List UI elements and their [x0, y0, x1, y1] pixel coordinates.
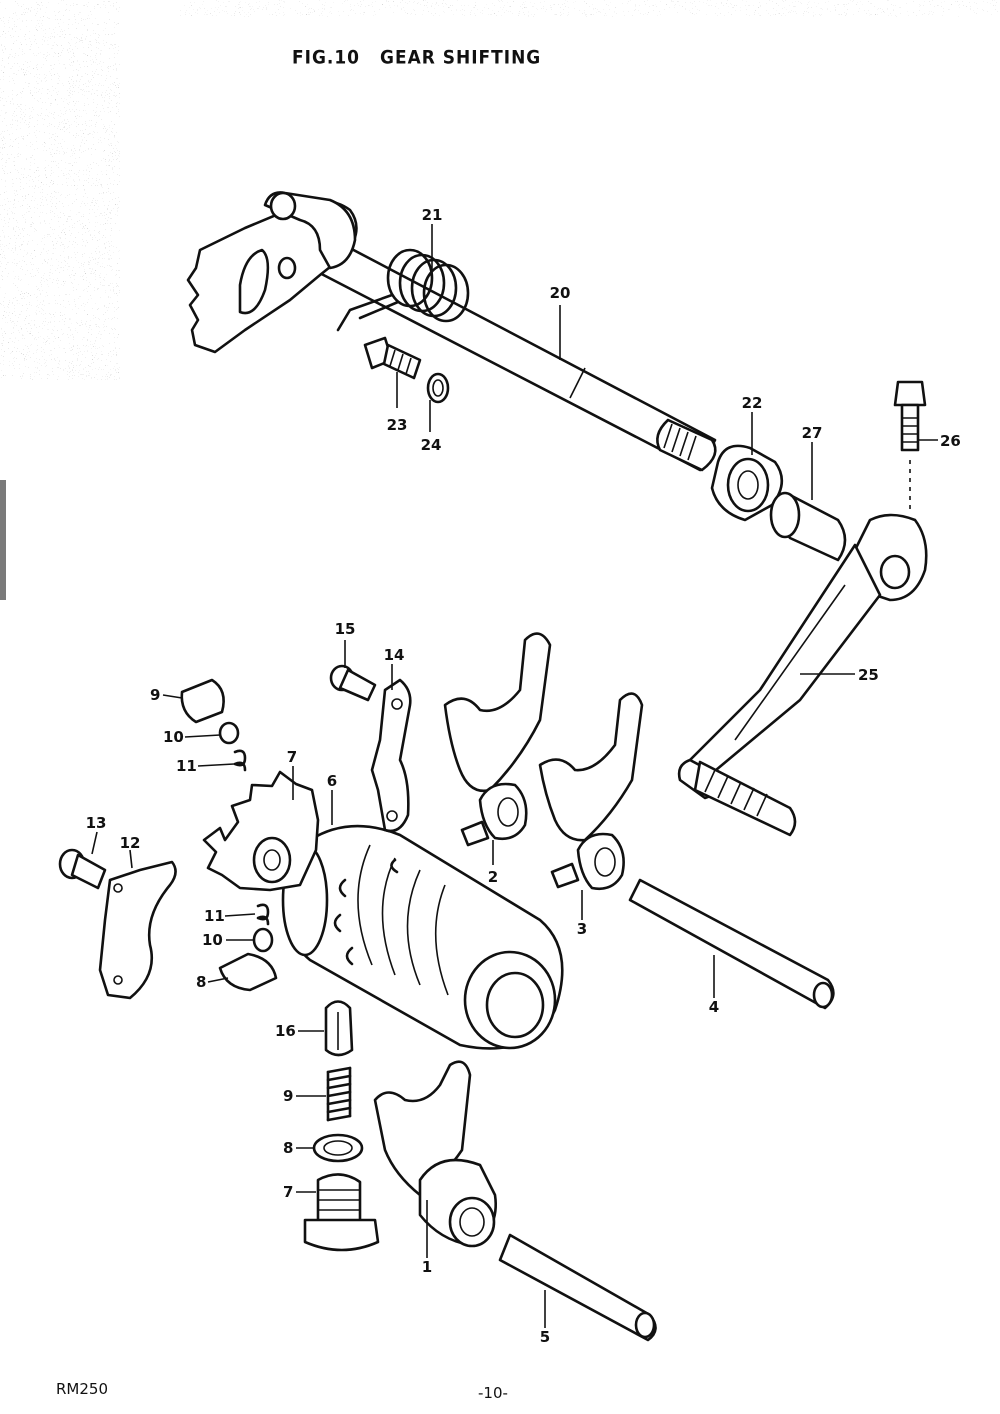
- shift-return-spring: [336, 248, 470, 332]
- callout-7: 7: [287, 748, 297, 766]
- callout-27: 27: [802, 424, 823, 442]
- callout-4: 4: [709, 998, 719, 1016]
- spring-stopper-bolt: [363, 336, 422, 380]
- shift-fork-3: [538, 692, 644, 890]
- callout-24: 24: [421, 436, 442, 454]
- shifter-arm-slot: [238, 248, 270, 315]
- callout-5: 5: [540, 1328, 550, 1346]
- hub-boss: [269, 191, 297, 221]
- shifter-pin: [277, 256, 297, 280]
- cam-stopper-lower: [218, 903, 278, 992]
- shaft-spline: [656, 418, 717, 472]
- shift-fork-1: [373, 1060, 497, 1248]
- gearshift-shaft-assembly: [186, 191, 717, 472]
- figure-title: FIG.10 GEAR SHIFTING: [292, 47, 561, 69]
- lever-toe-peg: [693, 760, 797, 837]
- drain-plug: [303, 1173, 380, 1252]
- leader-lines: [91, 224, 938, 1328]
- callout-8: 8: [196, 973, 206, 991]
- fork-shaft-5: [498, 1233, 657, 1342]
- gasket-washer: [312, 1133, 364, 1163]
- callout-9: 9: [150, 686, 160, 704]
- figure-number: FIG.10: [292, 47, 361, 69]
- callout-12: 12: [120, 834, 141, 852]
- callout-9b: 9: [283, 1087, 293, 1105]
- callout-11b: 11: [204, 907, 225, 925]
- fork-shaft-4: [628, 878, 835, 1010]
- callout-15: 15: [335, 620, 356, 638]
- cam-guide-plate: [370, 678, 412, 833]
- scan-noise: [0, 0, 1000, 600]
- callout-7b: 7: [283, 1183, 293, 1201]
- bush-27: [769, 491, 847, 562]
- callout-8b: 8: [283, 1139, 293, 1157]
- callout-2: 2: [488, 868, 498, 886]
- gearshift-lever: [677, 513, 928, 837]
- cam-guide-screw: [329, 664, 377, 702]
- callout-25: 25: [858, 666, 879, 684]
- callout-6: 6: [327, 772, 337, 790]
- gear-shift-cam-driven-gear: [202, 770, 320, 892]
- callout-11: 11: [176, 757, 197, 775]
- shift-fork-2: [443, 632, 552, 847]
- page-number: -10-: [478, 1384, 508, 1402]
- callout-labels: 21 20 22 27 23 24 26 25 15 14 7 6 9 10 1…: [86, 206, 961, 1346]
- neutral-spring: [326, 1066, 352, 1122]
- callout-10: 10: [163, 728, 184, 746]
- oil-seal-22: [710, 444, 784, 522]
- callout-21: 21: [422, 206, 443, 224]
- callout-14: 14: [384, 646, 405, 664]
- cam-stopper-upper: [180, 678, 247, 772]
- shift-lever-bolt: [893, 380, 927, 512]
- washer: [426, 372, 450, 404]
- callout-3: 3: [577, 920, 587, 938]
- callout-16: 16: [275, 1022, 296, 1040]
- callout-10b: 10: [202, 931, 223, 949]
- callout-23: 23: [387, 416, 408, 434]
- model-label: RM250: [56, 1380, 108, 1398]
- callout-13: 13: [86, 814, 107, 832]
- neutral-stopper-pin: [324, 1000, 354, 1057]
- figure-name: GEAR SHIFTING: [380, 47, 542, 69]
- callout-1: 1: [422, 1258, 432, 1276]
- callout-22: 22: [742, 394, 763, 412]
- cam-stopper-plate: [98, 860, 177, 1000]
- callout-26: 26: [940, 432, 961, 450]
- stopper-plate-screw: [58, 848, 107, 890]
- callout-20: 20: [550, 284, 571, 302]
